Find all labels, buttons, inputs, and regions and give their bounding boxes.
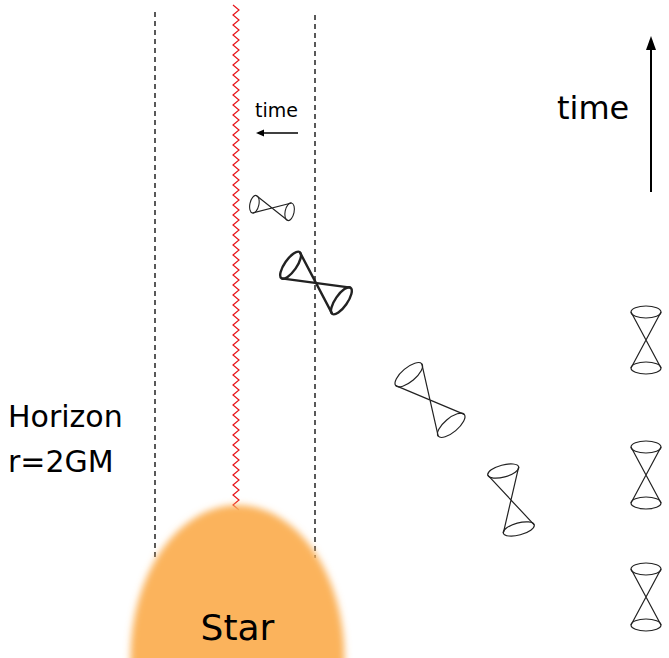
cone-side — [488, 467, 534, 533]
light-cone — [391, 358, 468, 441]
cone-rim — [631, 497, 661, 509]
cone-side — [396, 364, 464, 436]
light-cone — [277, 249, 356, 318]
cone-side — [253, 195, 292, 220]
time-arrow — [650, 46, 652, 192]
light-cone — [248, 195, 296, 222]
time-arrowhead — [256, 130, 264, 137]
cone-rim — [631, 563, 661, 575]
cone-side — [631, 447, 661, 503]
horizon-label: Horizon r=2GM — [8, 394, 143, 484]
star-node: Star — [120, 495, 355, 658]
cone-rim — [486, 461, 520, 481]
light-cone — [486, 461, 536, 539]
light-cone — [631, 441, 661, 509]
cone-rim — [631, 441, 661, 453]
time-arrowhead — [646, 36, 656, 50]
cone-side — [631, 312, 661, 368]
cone-rim — [631, 362, 661, 374]
zigzag-path — [233, 5, 239, 510]
singularity-line — [233, 5, 239, 510]
light-cone — [631, 306, 661, 374]
axis-label: time — [255, 101, 298, 120]
cone-rim — [631, 619, 661, 631]
horizon-line — [314, 15, 315, 558]
cone-rim — [502, 519, 536, 539]
axis-label: time — [557, 92, 629, 124]
cone-side — [281, 252, 350, 314]
cone-rim — [631, 306, 661, 318]
star-label: Star — [120, 610, 355, 646]
horizon-line — [154, 12, 155, 558]
cone-side — [631, 569, 661, 625]
light-cone — [631, 563, 661, 631]
